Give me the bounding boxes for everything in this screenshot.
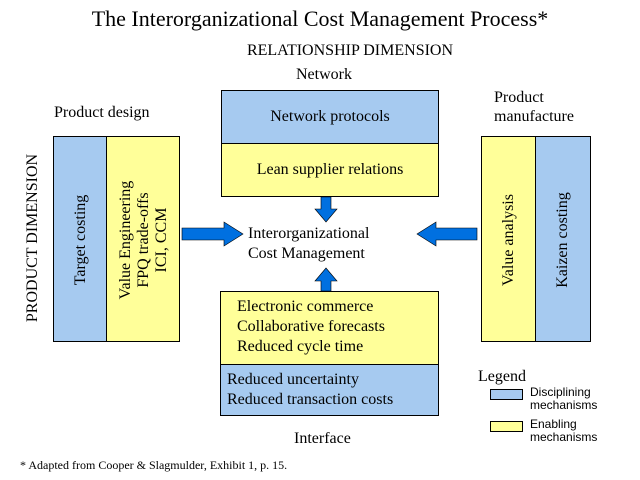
- legend-item-disciplining: Disciplining mechanisms: [530, 385, 598, 412]
- diagram-title: The Interorganizational Cost Management …: [91, 6, 549, 31]
- center-label: Interorganizational Cost Management: [248, 225, 370, 262]
- interface-label: Interface: [294, 430, 351, 447]
- arrow-right-icon: [181, 221, 244, 247]
- interface-disciplining-box: Reduced uncertainty Reduced transaction …: [220, 364, 439, 416]
- product-design-label: Product design: [54, 104, 150, 121]
- legend-swatch-disciplining: [490, 389, 523, 400]
- interface-enabling-box: Electronic commerce Collaborative foreca…: [220, 291, 439, 365]
- lean-supplier-relations-box: Lean supplier relations: [221, 143, 439, 197]
- target-costing-box: Target costing: [53, 136, 107, 342]
- product-manufacture-label: Product manufacture: [494, 89, 574, 125]
- value-engineering-box: Value Engineering FPQ trade-offs ICI, CC…: [106, 136, 180, 342]
- network-label: Network: [296, 66, 352, 83]
- legend-item-enabling: Enabling mechanisms: [530, 417, 598, 444]
- kaizen-costing-box: Kaizen costing: [535, 136, 591, 342]
- arrow-up-icon: [314, 267, 338, 292]
- arrow-down-icon: [314, 196, 338, 223]
- network-protocols-box: Network protocols: [221, 90, 439, 144]
- footnote: * Adapted from Cooper & Slagmulder, Exhi…: [20, 458, 288, 472]
- legend-swatch-enabling: [490, 421, 523, 432]
- legend-title: Legend: [478, 368, 526, 385]
- value-analysis-box: Value analysis: [481, 136, 536, 342]
- relationship-dimension-label: RELATIONSHIP DIMENSION: [246, 42, 454, 59]
- arrow-left-icon: [416, 221, 478, 247]
